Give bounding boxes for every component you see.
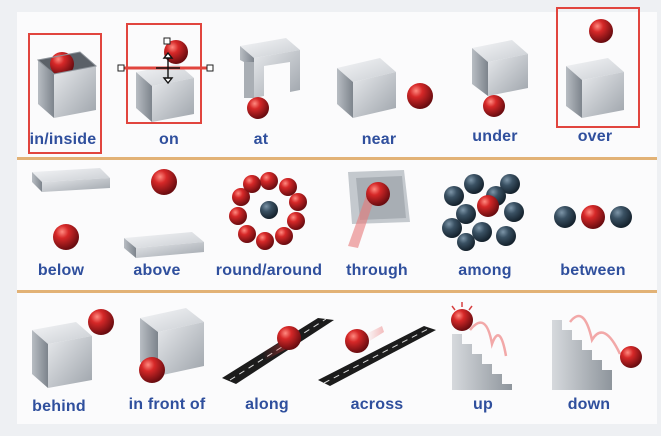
highlight-frame-over (556, 7, 640, 128)
label-at: at (253, 131, 269, 148)
up-illustration (451, 302, 512, 390)
in-inside-illustration (36, 51, 98, 118)
label-up: up (473, 396, 493, 413)
at-illustration (240, 38, 300, 119)
below-illustration (32, 168, 110, 250)
behind-illustration (32, 309, 114, 388)
under-illustration (472, 40, 528, 117)
label-near: near (361, 131, 397, 148)
label-round-around: round/around (215, 262, 323, 279)
label-behind: behind (32, 398, 86, 415)
label-above: above (133, 262, 181, 279)
label-under: under (472, 128, 518, 145)
label-in-inside: in/inside (29, 131, 97, 148)
on-illustration (117, 37, 214, 122)
label-over: over (577, 128, 613, 145)
near-illustration (337, 58, 433, 118)
over-illustration (566, 19, 624, 118)
among-illustration (442, 174, 524, 251)
label-through: through (346, 262, 408, 279)
move-cursor-icon (156, 51, 180, 85)
label-among: among (458, 262, 512, 279)
highlight-frame-in-inside (28, 33, 102, 154)
selection-handle-icon (163, 37, 171, 45)
through-illustration (348, 170, 410, 248)
row-divider-1 (17, 157, 657, 160)
selection-handle-icon (117, 64, 125, 72)
label-on: on (159, 131, 179, 148)
label-between: between (560, 262, 626, 279)
down-illustration (552, 314, 642, 390)
label-in-front-of: in front of (128, 396, 206, 413)
above-illustration (124, 169, 204, 258)
between-illustration (554, 205, 632, 229)
across-illustration (318, 326, 436, 386)
row-divider-2 (17, 290, 657, 293)
label-down: down (567, 396, 611, 413)
selection-handle-icon (206, 64, 214, 72)
highlight-frame-on (126, 23, 202, 124)
around-illustration (229, 172, 307, 250)
label-along: along (245, 396, 289, 413)
along-illustration (222, 318, 334, 384)
label-across: across (350, 396, 404, 413)
in-front-of-illustration (139, 308, 204, 383)
label-below: below (37, 262, 85, 279)
